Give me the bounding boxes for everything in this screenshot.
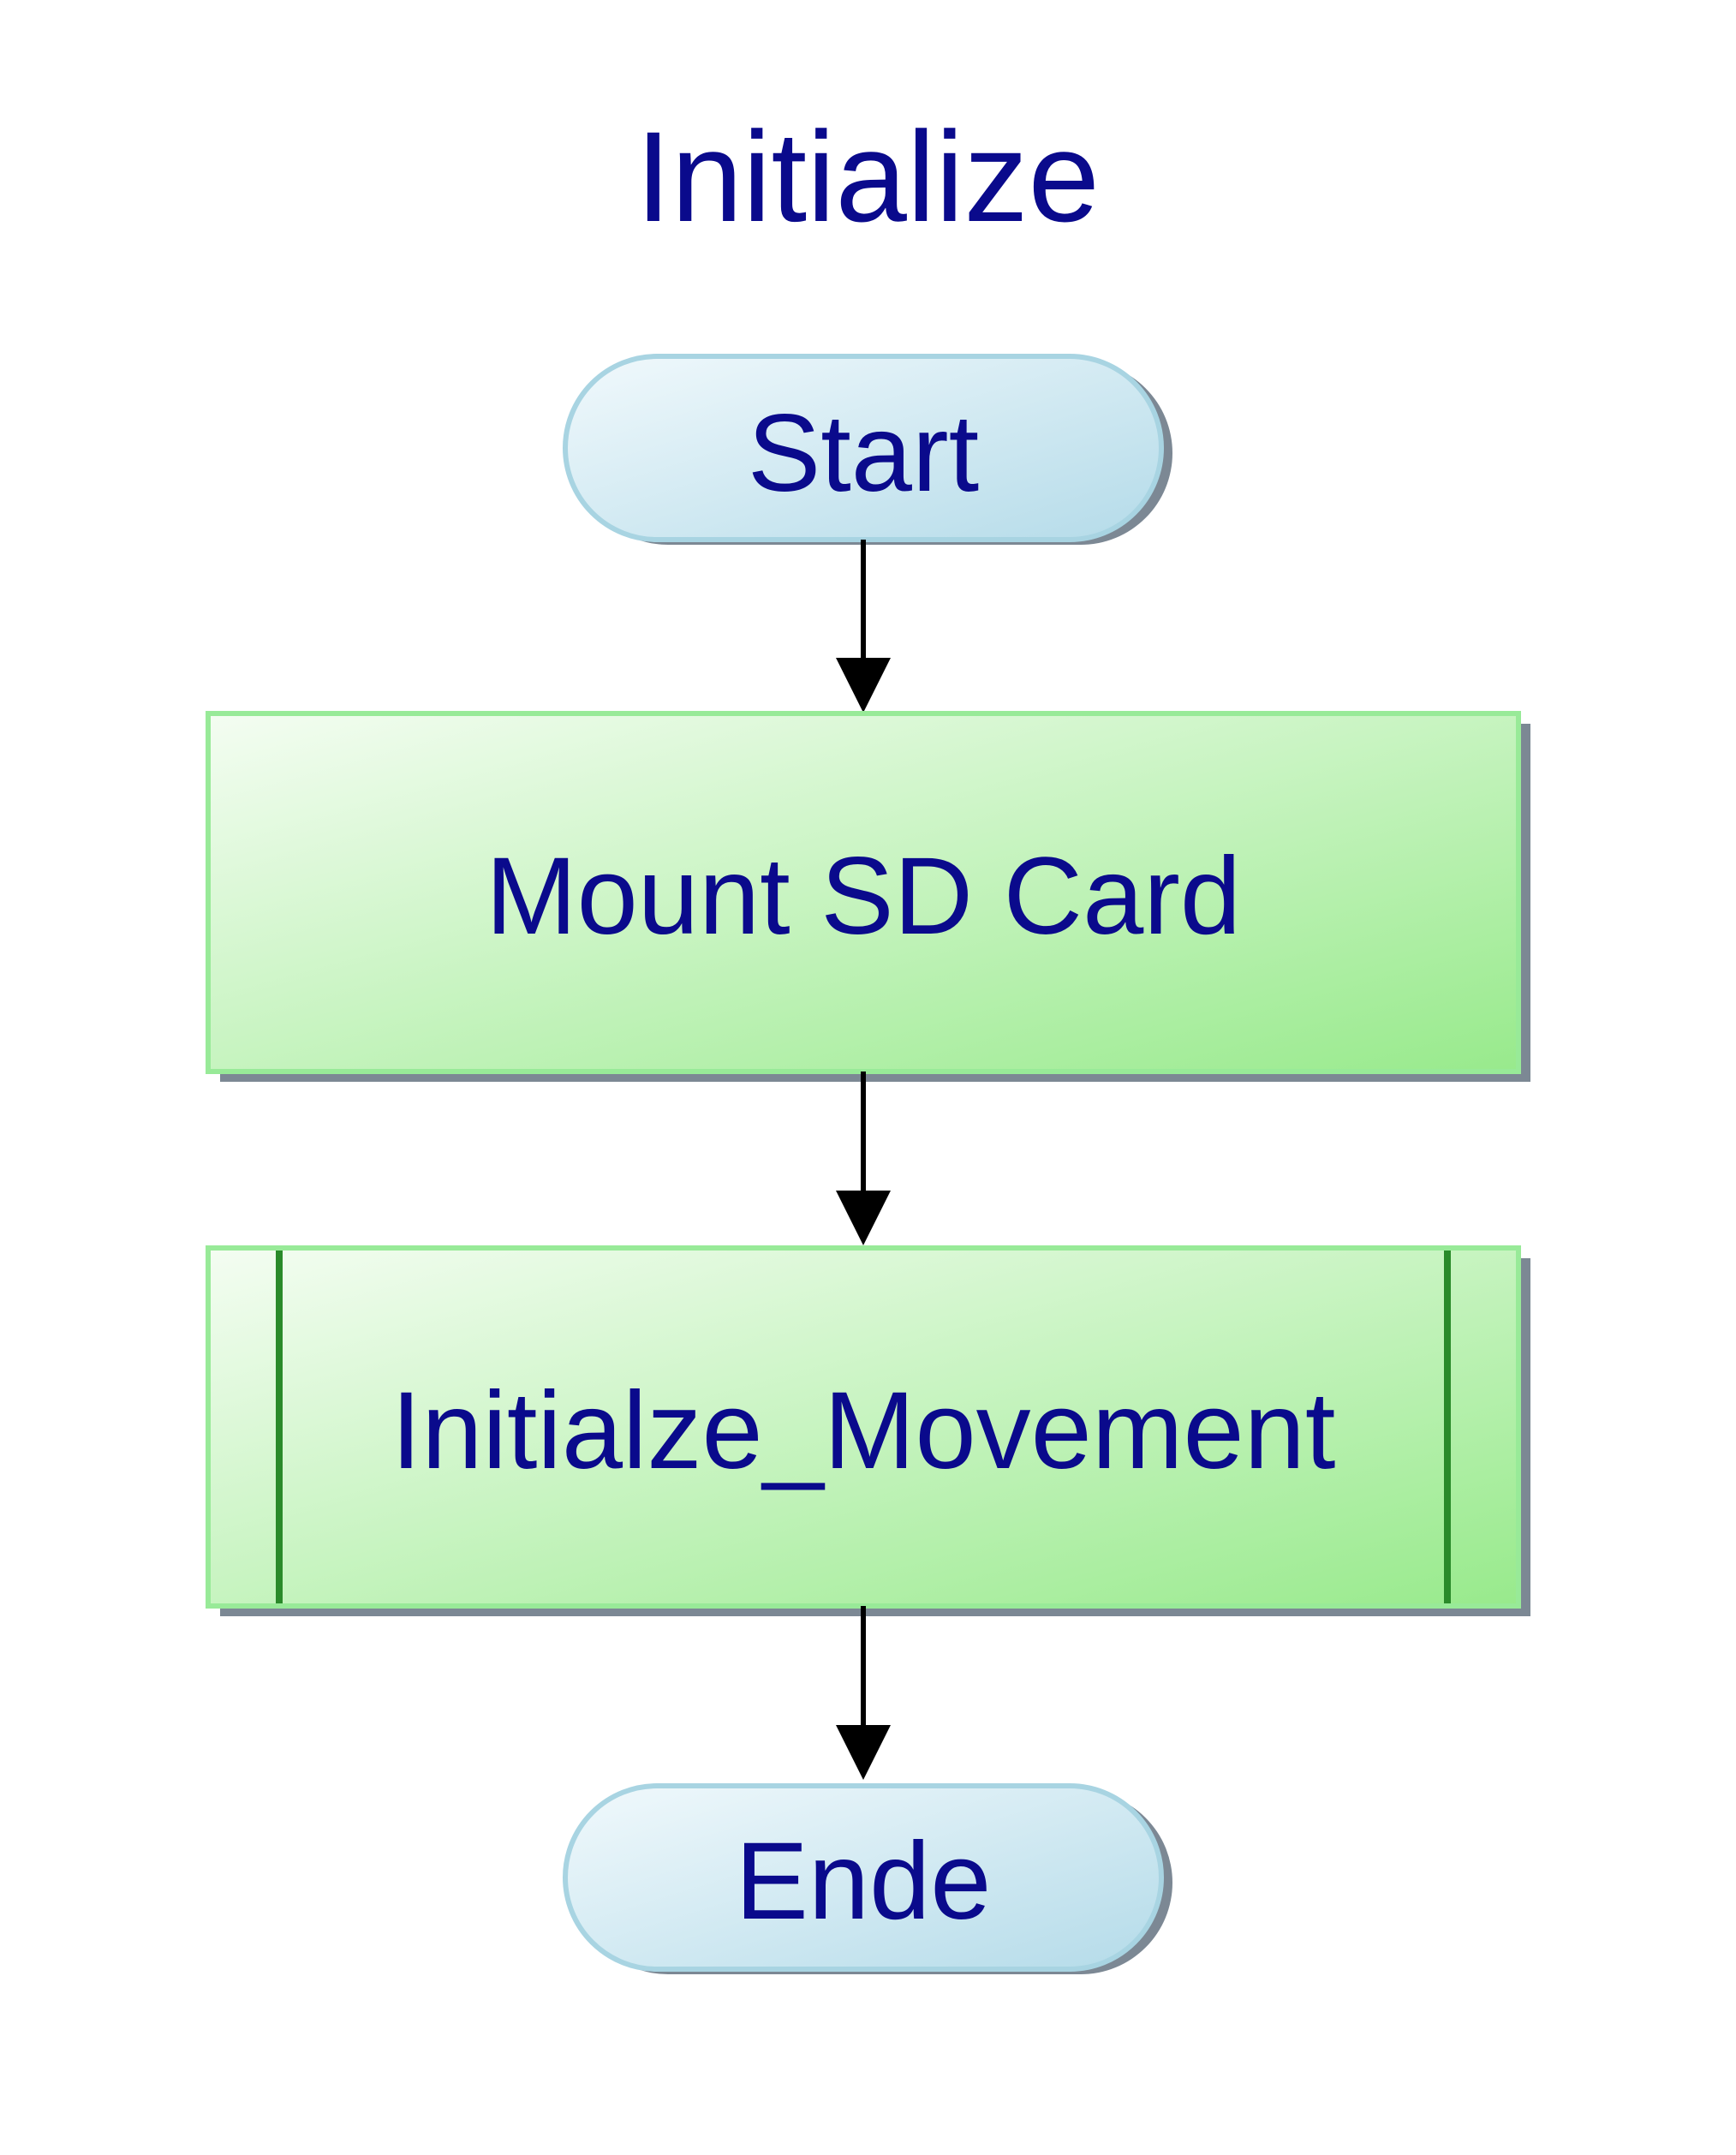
end-node-label: Ende [736,1820,992,1943]
arrow-start-to-mount [836,540,891,713]
mount-sd-card-label: Mount SD Card [486,835,1241,958]
arrow-mount-to-init-movement [836,1072,891,1245]
end-node-shape [563,1783,1164,1972]
mount-sd-card-node: Mount SD Card [206,711,1530,1082]
initialze-movement-node: Initialze_Movement [206,1245,1530,1616]
arrow-init-movement-to-end [836,1606,891,1780]
start-node-label: Start [748,392,979,515]
mount-sd-card-shape [206,711,1521,1074]
initialze-movement-shape [206,1245,1521,1609]
diagram-title: Initialize [635,104,1100,248]
start-node: Start [563,354,1172,545]
initialze-movement-label: Initialze_Movement [391,1370,1336,1492]
end-node: Ende [563,1783,1172,1974]
